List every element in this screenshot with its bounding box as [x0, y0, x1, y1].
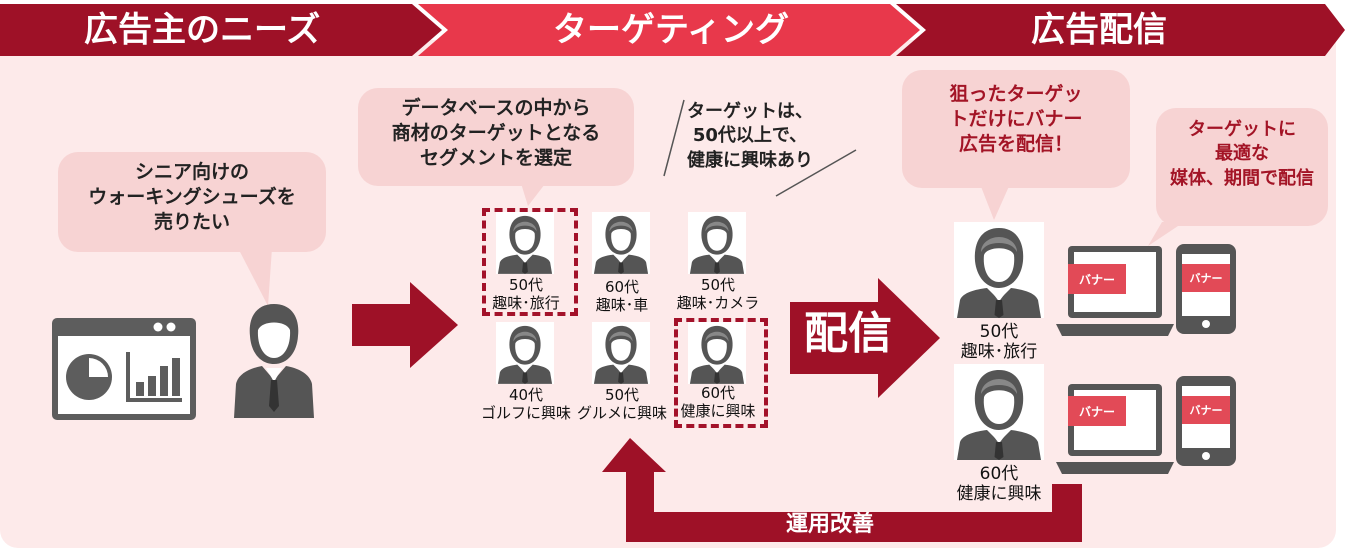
segment-label-1: 50代 趣味･旅行 — [492, 276, 560, 312]
segment-label-3: 50代 趣味･カメラ — [676, 276, 760, 312]
segment-person-1 — [496, 212, 554, 274]
needs-text: シニア向けの ウォーキングシューズを 売りたい — [88, 161, 296, 234]
segment-person-4 — [496, 322, 554, 384]
bar-chart-icon — [126, 352, 182, 402]
segment-person-6 — [688, 322, 746, 384]
segment-person-2 — [592, 212, 650, 274]
database-speech-bubble — [358, 88, 634, 186]
segment-person-5 — [592, 322, 650, 384]
target-note-text: ターゲットは、 50代以上で、 健康に興味あり — [687, 101, 813, 171]
media-speech-bubble — [1156, 108, 1328, 226]
header-title-needs: 広告主のニーズ — [84, 10, 321, 50]
media-bubble-tail — [1148, 222, 1184, 246]
delivered-target-person-2 — [954, 364, 1044, 460]
database-bubble-tail — [520, 180, 548, 206]
needs-speech-bubble — [58, 152, 326, 252]
selected-segment-box-1 — [482, 208, 578, 316]
header-bar — [0, 4, 1345, 56]
delivery-arrow-label: 配信 — [804, 308, 892, 359]
improvement-label: 運用改善 — [786, 512, 875, 537]
segment-label-5: 50代 グルメに興味 — [576, 386, 667, 422]
banner-ad-phone-1: バナー — [1182, 264, 1230, 292]
delivery-bubble-text: 狙ったターゲッ トだけにバナー 広告を配信！ — [949, 83, 1083, 156]
improvement-loop-arrow — [602, 438, 1082, 542]
segment-label-4: 40代 ゴルフに興味 — [480, 386, 571, 422]
header-section-needs-bg — [0, 4, 442, 56]
database-text: データベースの中から 商材のターゲットとなる セグメントを選定 — [391, 97, 601, 170]
delivered-target-person-1 — [954, 222, 1044, 318]
banner-ad-laptop-1: バナー — [1068, 264, 1126, 294]
selected-segment-box-2 — [674, 318, 768, 428]
banner-ad-phone-2: バナー — [1182, 396, 1230, 424]
segment-label-2: 60代 趣味･車 — [595, 278, 649, 314]
header-section-delivery-bg — [896, 4, 1345, 56]
target-note-brackets — [663, 99, 857, 197]
delivered-target-label-2: 60代 健康に興味 — [956, 464, 1042, 505]
media-bubble-text: ターゲットに 最適な 媒体、期間で配信 — [1170, 119, 1314, 189]
analytics-monitor-icon — [52, 318, 196, 420]
advertiser-person-icon — [234, 304, 314, 418]
header-title-delivery: 広告配信 — [1031, 10, 1167, 50]
header-title-targeting: ターゲティング — [553, 10, 789, 50]
banner-ad-laptop-2: バナー — [1068, 396, 1126, 426]
delivery-bubble-tail — [980, 184, 1010, 220]
segment-label-6: 60代 健康に興味 — [680, 384, 756, 420]
delivered-target-label-1: 50代 趣味･旅行 — [960, 322, 1038, 363]
flow-arrow-right-1 — [352, 282, 458, 368]
header-section-targeting-bg — [418, 4, 920, 56]
delivery-speech-bubble — [902, 70, 1130, 188]
needs-bubble-tail — [238, 248, 272, 306]
segment-person-3 — [688, 212, 746, 274]
delivery-arrow — [790, 278, 940, 398]
